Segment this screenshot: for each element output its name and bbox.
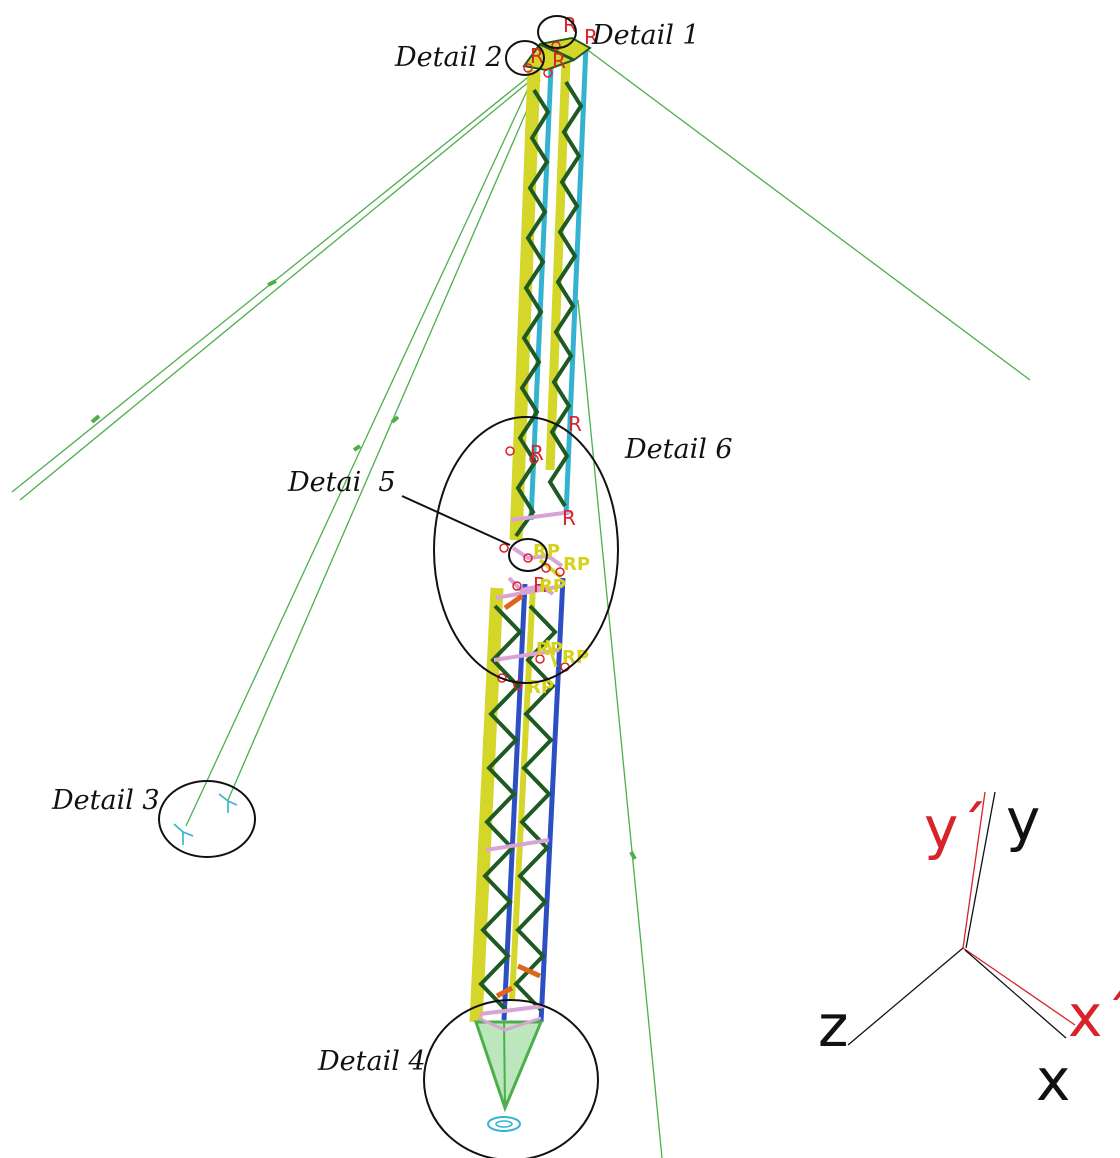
release-pin-tags: RP RP RP RP RP RP	[527, 541, 590, 698]
upper-chord-yellow	[509, 69, 541, 541]
detail-4-circle	[423, 999, 599, 1158]
upper-lacing-right	[547, 80, 584, 508]
release-marker: R	[568, 412, 582, 436]
upper-chord-cyan-b	[563, 45, 589, 516]
release-marker: R	[530, 44, 544, 68]
guy-wire-mid-left-b	[227, 79, 541, 801]
release-pin-marker: RP	[563, 554, 590, 575]
release-marker: R	[562, 506, 576, 530]
lower-chord-yellow	[469, 587, 504, 1023]
guy-wire-mid-left-a	[185, 77, 534, 827]
y-prime-axis-line	[962, 791, 986, 949]
release-pin-marker: RP	[527, 677, 554, 698]
detail-2-circle	[505, 40, 545, 76]
upper-mast	[509, 45, 589, 541]
detail-4-label: Detail 4	[317, 1046, 426, 1077]
y-axis-line	[965, 791, 996, 949]
release-marker: R	[530, 441, 544, 465]
release-tags: R R R R R R R R	[530, 13, 598, 597]
x-prime-axis-line	[962, 947, 1076, 1026]
detail-3-label: Detail 3	[51, 785, 160, 816]
guy-wires	[11, 47, 1031, 1158]
guy-wire-down-right	[577, 299, 663, 1158]
z-axis-label: z	[818, 992, 848, 1060]
hinge-markers	[497, 41, 570, 690]
lower-mast	[469, 510, 572, 1023]
x-prime-axis-label: x´	[1068, 982, 1120, 1050]
lower-chord-blue-b	[538, 577, 566, 1023]
x-axis-line	[964, 949, 1067, 1039]
release-marker: R	[552, 49, 566, 73]
guy-wire-right	[584, 47, 1031, 381]
lower-diaphragms	[479, 510, 572, 1016]
lower-braces-orange	[495, 593, 542, 999]
upper-lacing-left	[514, 88, 551, 538]
anchor-support-right	[218, 793, 238, 813]
x-axis-label: x	[1036, 1046, 1070, 1114]
detail-5-label: Detai 5	[287, 467, 396, 498]
base-pin-support-icon	[487, 1116, 521, 1132]
detail-2-label: Detail 2	[394, 42, 503, 73]
detail-1-circle	[537, 15, 577, 49]
release-pin-marker: RP	[539, 576, 566, 597]
y-prime-axis-label: y´	[924, 794, 987, 862]
release-marker: R	[584, 25, 598, 49]
detail-5-leader	[401, 495, 511, 546]
detail-3-circle	[158, 780, 256, 858]
anchor-support-icons	[173, 793, 238, 845]
mast-base	[473, 1016, 544, 1132]
y-axis-label: y	[1006, 786, 1040, 854]
detail-6-label: Detail 6	[624, 434, 733, 465]
lower-lacing-left	[478, 604, 523, 1012]
detail-labels: Detail 1 Detail 2 Detail 3 Detail 4 Deta…	[51, 20, 733, 1077]
upper-chord-cyan-a	[528, 67, 554, 521]
upper-chord-yellow-inner	[545, 59, 571, 471]
release-marker: R	[533, 573, 547, 597]
release-pin-marker: RP	[562, 647, 589, 668]
wire-tie-marks	[90, 279, 637, 860]
detail-6-circle	[433, 416, 619, 684]
coordinate-triad: y´ y z x´ x	[818, 786, 1120, 1114]
anchor-support-left	[173, 823, 194, 845]
detail-1-label: Detail 1	[591, 20, 700, 51]
release-pin-marker: RP	[536, 639, 563, 660]
z-axis-line	[847, 947, 964, 1046]
guy-wire-far-left-b	[19, 75, 537, 501]
detail-5-circle	[508, 538, 548, 572]
lower-lacing-right	[513, 604, 558, 1012]
detail-callouts	[158, 15, 619, 1158]
